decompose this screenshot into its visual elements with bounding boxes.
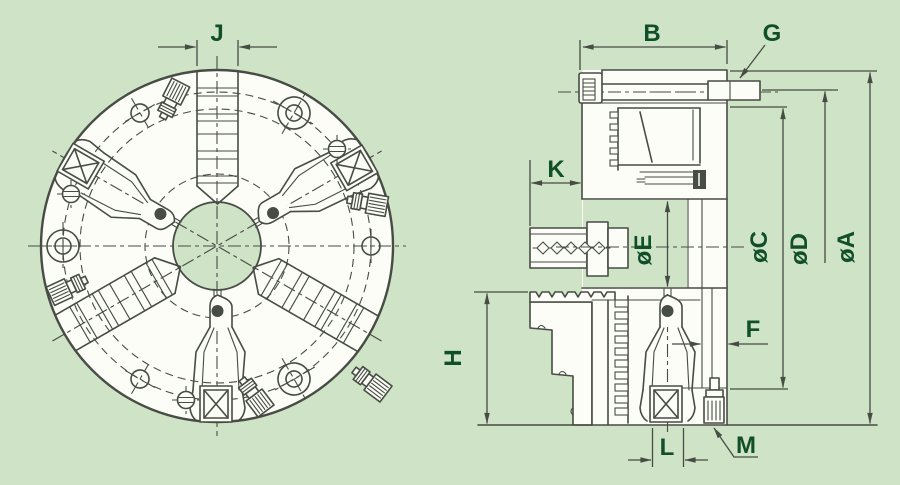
dim-label-B: B [643, 20, 660, 47]
dim-label-M: M [736, 432, 756, 459]
front-view: J [28, 20, 406, 436]
dimension-E: øE [630, 200, 671, 288]
lower-jaw-block [529, 291, 701, 426]
dim-label-F: F [746, 316, 761, 343]
dim-label-D: øD [786, 233, 813, 265]
jaw-pocket [609, 107, 706, 189]
dimension-K: K [529, 156, 582, 226]
dimension-G: G [739, 20, 782, 79]
knurled-screw-lower-right [347, 361, 393, 403]
dim-label-H: H [440, 349, 467, 366]
dimension-D: øD [762, 89, 838, 265]
dim-label-J: J [210, 20, 223, 47]
dim-label-A: øA [833, 231, 860, 263]
dimension-F: F [672, 316, 768, 347]
socket-M [703, 377, 725, 424]
backplate-screw [558, 72, 778, 104]
dim-label-K: K [547, 156, 565, 183]
section-view: B G K øE øC øD øA [440, 20, 878, 467]
dimension-H: H [440, 291, 528, 425]
dimension-L: L [628, 428, 708, 467]
dim-label-G: G [763, 20, 782, 47]
dim-label-E: øE [630, 235, 657, 266]
dimension-A: øA [730, 70, 877, 425]
jaw-tenon [529, 221, 629, 277]
dimension-C: øC [730, 106, 788, 390]
key-G [707, 80, 761, 101]
dimension-M: M [713, 427, 758, 459]
dim-label-C: øC [746, 231, 773, 263]
centerlines [28, 56, 406, 436]
dim-label-L: L [660, 434, 675, 461]
dimension-B: B [579, 20, 728, 70]
dimension-J: J [158, 20, 277, 66]
